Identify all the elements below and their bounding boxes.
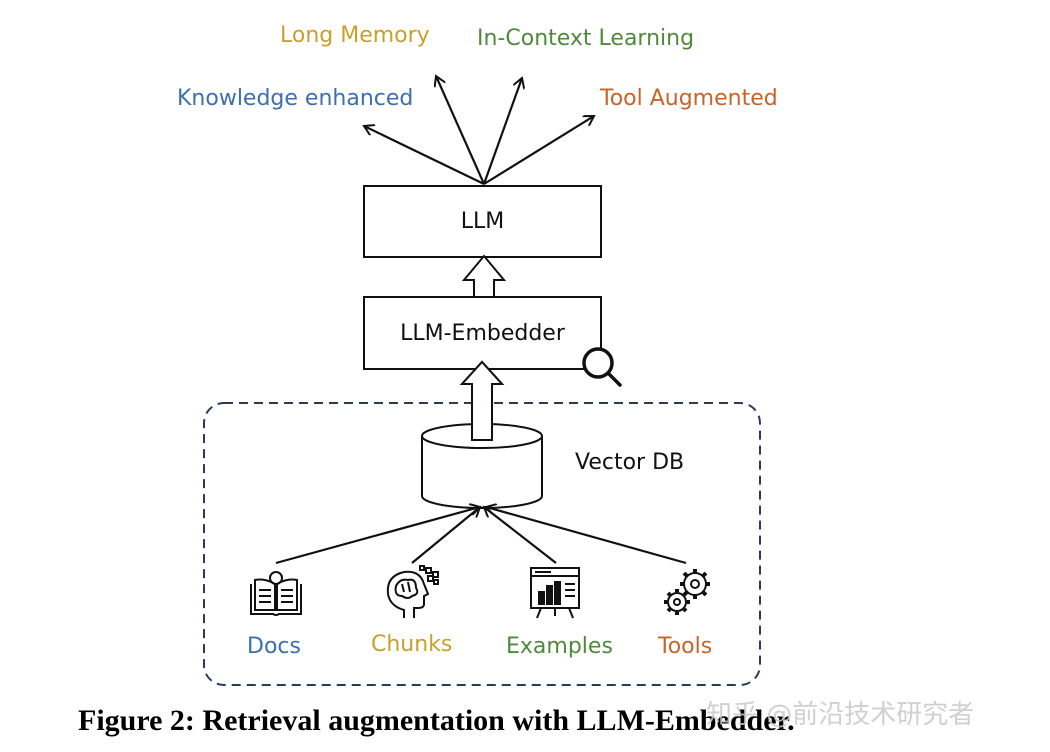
arrow-long-memory <box>436 76 486 185</box>
vector-db-cylinder <box>421 423 543 509</box>
arrow-in-context <box>482 78 522 185</box>
arrow-knowledge <box>364 126 485 185</box>
figure-caption: Figure 2: Retrieval augmentation with LL… <box>78 704 795 737</box>
label-knowledge-enhanced: Knowledge enhanced <box>177 86 414 111</box>
label-chunks: Chunks <box>371 632 453 657</box>
watermark: 知乎 @前沿技术研究者 <box>706 700 975 730</box>
arrow-from-examples <box>484 507 557 564</box>
label-in-context-learning: In-Context Learning <box>477 26 695 51</box>
arrow-from-tools <box>486 507 687 565</box>
embedder-box <box>363 296 602 370</box>
magnifier-icon <box>582 347 622 387</box>
embedder-label: LLM-Embedder <box>400 321 565 346</box>
label-examples: Examples <box>506 634 613 659</box>
presentation-board-icon <box>530 567 580 619</box>
gears-icon <box>664 569 710 615</box>
arrow-from-docs <box>275 507 480 565</box>
label-docs: Docs <box>247 634 301 659</box>
vector-db-label: Vector DB <box>575 450 685 475</box>
arrow-tool <box>483 116 594 185</box>
llm-box <box>363 185 602 258</box>
arrow-from-chunks <box>411 507 480 564</box>
brain-head-icon <box>386 565 439 618</box>
open-book-icon <box>250 571 302 616</box>
source-arrows <box>275 507 687 565</box>
label-tool-augmented: Tool Augmented <box>600 86 778 111</box>
llm-label: LLM <box>460 209 505 234</box>
block-arrow-lower-overlay <box>459 360 505 441</box>
label-long-memory: Long Memory <box>280 23 430 48</box>
output-arrows <box>364 76 594 185</box>
label-tools: Tools <box>658 634 713 659</box>
